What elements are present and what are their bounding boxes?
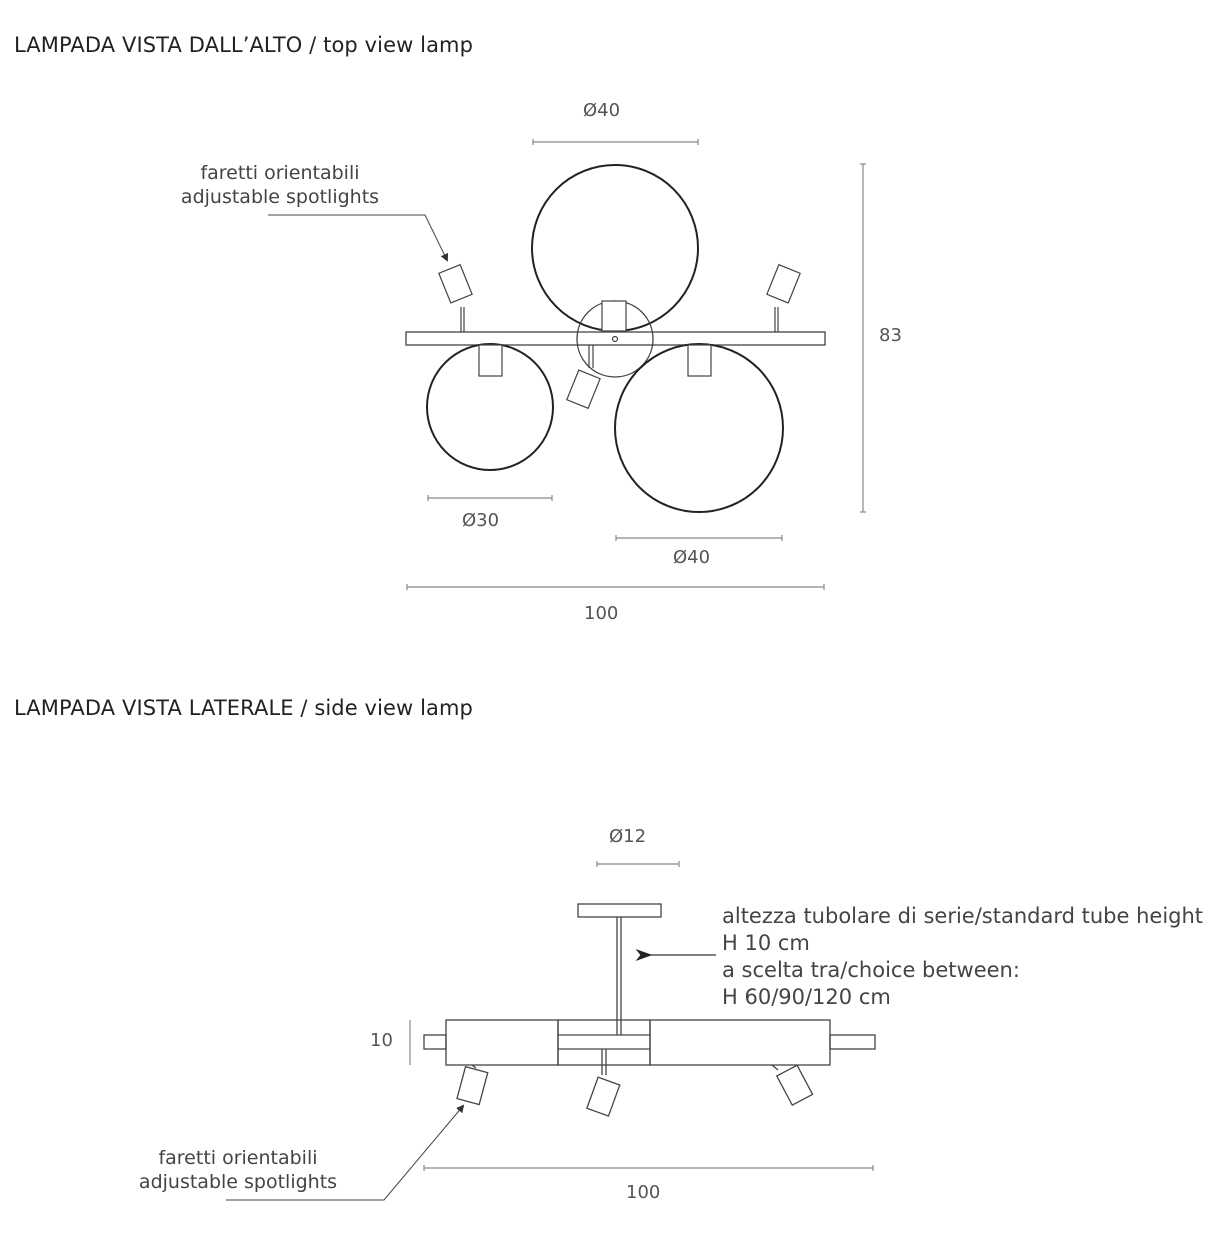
dim-label-side-height: 10: [370, 1030, 393, 1051]
side-view-title: LAMPADA VISTA LATERALE / side view lamp: [14, 696, 473, 720]
dim-label-side-width: 100: [626, 1182, 661, 1203]
dim-label-top-depth: 83: [879, 325, 902, 346]
dim-line-top-width: [406, 584, 825, 590]
dim-line-canopy: [596, 861, 680, 867]
side-body-right: [649, 1019, 831, 1066]
right-globe-holder: [687, 344, 712, 377]
dim-label-left-globe: Ø30: [462, 510, 500, 531]
top-right-spotlight: [766, 263, 801, 332]
dim-line-left-globe: [427, 495, 553, 501]
top-spotlight-note-line1: faretti orientabili: [200, 162, 360, 184]
top-spotlight-note: faretti orientabili adjustable spotlight…: [180, 161, 380, 209]
side-right-end: [829, 1034, 876, 1050]
tube-note-line3: a scelta tra/choice between:: [722, 958, 1020, 982]
top-left-spotlight: [438, 263, 473, 332]
tube-note-line1: altezza tubolare di serie/standard tube …: [722, 904, 1204, 928]
top-globe-holder: [601, 300, 627, 332]
side-left-end: [423, 1034, 447, 1050]
main-bar: [405, 331, 826, 346]
side-canopy: [577, 903, 662, 918]
top-center-spotlight: [566, 345, 601, 410]
left-globe-holder: [478, 344, 503, 377]
top-view-drawing: [268, 139, 866, 590]
side-spotlight-note: faretti orientabili adjustable spotlight…: [138, 1146, 338, 1194]
dim-line-right-globe: [615, 535, 783, 541]
side-center-spotlight: [586, 1049, 621, 1117]
dim-line-top-depth: [860, 163, 866, 513]
top-view-title: LAMPADA VISTA DALL’ALTO / top view lamp: [14, 33, 474, 57]
side-right-spotlight: [771, 1064, 814, 1107]
top-spotlight-leader: [268, 214, 448, 262]
side-body-center: [557, 1019, 651, 1066]
side-view-drawing: [226, 861, 876, 1201]
dim-label-canopy: Ø12: [609, 826, 647, 847]
tube-height-note: altezza tubolare di serie/standard tube …: [722, 903, 1203, 1011]
side-left-spotlight: [456, 1064, 489, 1106]
side-body-left: [445, 1019, 559, 1066]
dim-label-top-globe: Ø40: [583, 100, 621, 121]
tube-note-line4: H 60/90/120 cm: [722, 985, 891, 1009]
dim-label-top-width: 100: [584, 603, 619, 624]
right-globe: [614, 343, 784, 513]
side-spotlight-leader: [226, 1104, 465, 1201]
dim-label-right-globe: Ø40: [673, 547, 711, 568]
top-spotlight-note-line2: adjustable spotlights: [180, 186, 380, 208]
side-spotlight-note-line1: faretti orientabili: [158, 1147, 318, 1169]
tube-note-line2: H 10 cm: [722, 931, 810, 955]
canopy-screw: [611, 335, 619, 343]
left-globe: [426, 343, 554, 471]
dim-line-side-width: [423, 1165, 874, 1171]
side-spotlight-note-line2: adjustable spotlights: [138, 1171, 338, 1193]
dim-line-top-globe: [532, 139, 699, 145]
